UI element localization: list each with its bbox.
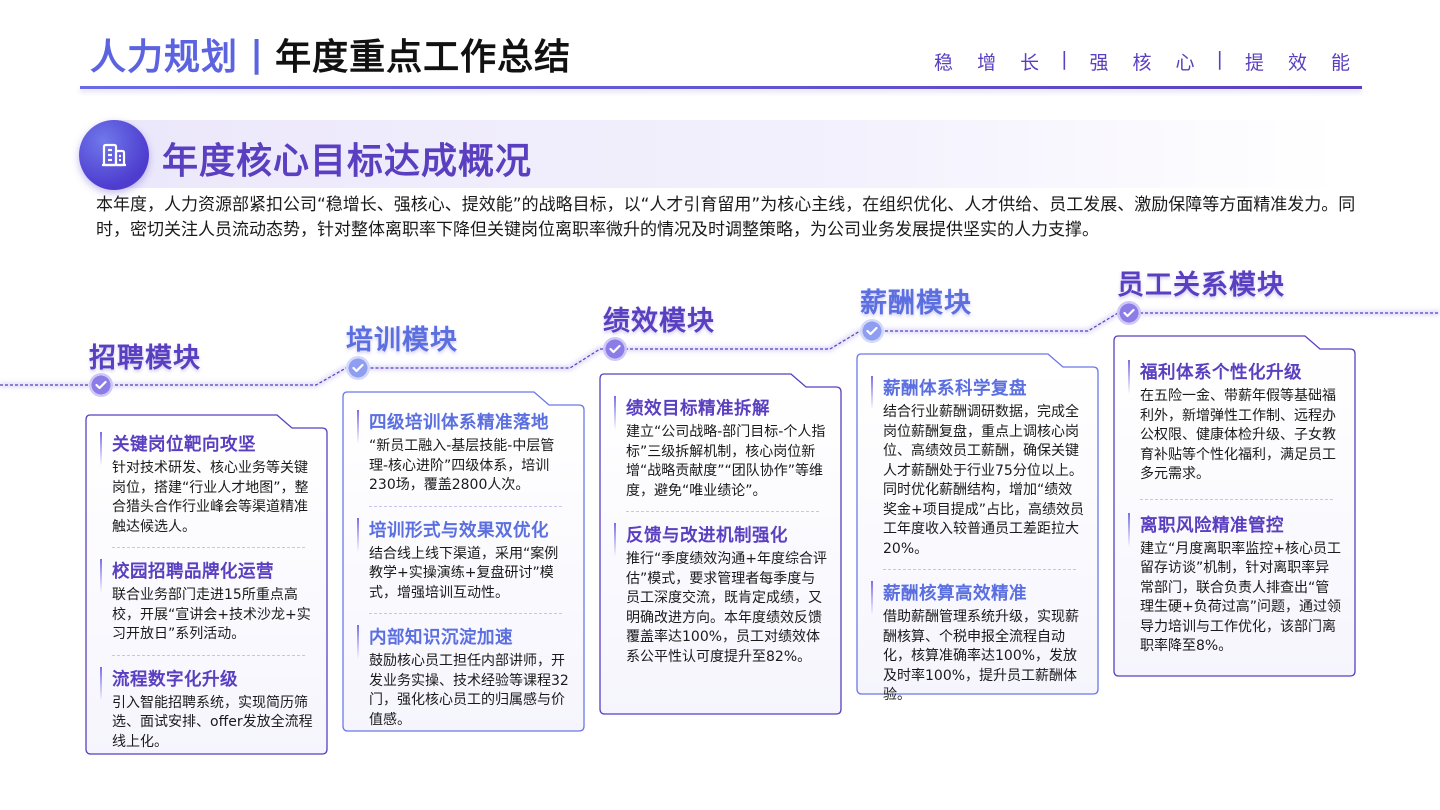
- module-title-performance: 绩效模块: [603, 306, 715, 337]
- item-heading: 薪酬核算高效精准: [871, 580, 1098, 615]
- item-heading: 内部知识沉淀加速: [357, 624, 584, 659]
- card-item: 流程数字化升级 引入智能招聘系统，实现简历筛选、面试安排、offer发放全流程线…: [86, 666, 327, 753]
- item-heading: 离职风险精准管控: [1128, 512, 1355, 547]
- item-body: 针对技术研发、核心业务等关键岗位，搭建“行业人才地图”，整合猎头合作行业峰会等渠…: [112, 460, 309, 535]
- item-body: 建立“月度离职率监控+核心员工留存访谈”机制，针对离职率异常部门，联合负责人排查…: [1140, 540, 1341, 655]
- check-icon: [1117, 301, 1141, 325]
- slogan-char: 能: [1330, 52, 1352, 74]
- divider: [369, 505, 562, 507]
- item-body: 推行“季度绩效沟通+年度综合评估”模式，要求管理者每季度与员工深度交流，既肯定成…: [626, 551, 827, 665]
- module-title-recruitment: 招聘模块: [89, 343, 201, 374]
- item-body: “新员工融入-基层技能-中层管理-核心进阶”四级体系，培训230场，覆盖2800…: [369, 438, 555, 493]
- card-item: 薪酬体系科学复盘 结合行业薪酬调研数据，完成全岗位薪酬复盘，重点上调核心岗位、高…: [857, 375, 1098, 559]
- item-body: 结合行业薪酬调研数据，完成全岗位薪酬复盘，重点上调核心岗位、高绩效员工薪酬，确保…: [883, 404, 1084, 557]
- check-icon: [346, 356, 370, 380]
- page-header: 人力规划 | 年度重点工作总结: [90, 28, 571, 80]
- card-item: 绩效目标精准拆解 建立“公司战略-部门目标-个人指标”三级拆解机制，核心岗位新增…: [600, 395, 841, 501]
- check-icon: [860, 319, 884, 343]
- card-item: 薪酬核算高效精准 借助薪酬管理系统升级，实现薪酬核算、个税申报全流程自动化，核算…: [857, 580, 1098, 706]
- brand-title: 人力规划: [90, 37, 239, 78]
- card-item: 离职风险精准管控 建立“月度离职率监控+核心员工留存访谈”机制，针对离职率异常部…: [1114, 512, 1355, 657]
- item-body: 建立“公司战略-部门目标-个人指标”三级拆解机制，核心岗位新增“战略贡献度”“团…: [626, 424, 826, 499]
- card-item: 内部知识沉淀加速 鼓励核心员工担任内部讲师，开发业务实操、技术经验等课程32门，…: [343, 624, 584, 730]
- card-item: 四级培训体系精准落地 “新员工融入-基层技能-中层管理-核心进阶”四级体系，培训…: [343, 409, 584, 496]
- module-card-training: 四级培训体系精准落地 “新员工融入-基层技能-中层管理-核心进阶”四级体系，培训…: [342, 391, 585, 732]
- item-body: 结合线上线下渠道，采用“案例教学+实操演练+复盘研讨”模式，增强培训互动性。: [369, 545, 559, 601]
- slogan-char: 提: [1244, 52, 1266, 74]
- item-heading: 校园招聘品牌化运营: [100, 558, 327, 593]
- slogan-char: 心: [1175, 52, 1197, 74]
- item-body: 借助薪酬管理系统升级，实现薪酬核算、个税申报全流程自动化，核算准确率达100%，…: [883, 609, 1079, 703]
- section-banner: [120, 120, 1340, 188]
- check-icon: [89, 373, 113, 397]
- section-title: 年度核心目标达成概况: [162, 141, 533, 182]
- divider: [369, 613, 562, 614]
- slogan-char: 长: [1020, 52, 1042, 74]
- card-item: 培训形式与效果双优化 结合线上线下渠道，采用“案例教学+实操演练+复盘研讨”模式…: [343, 517, 584, 604]
- item-heading: 绩效目标精准拆解: [614, 395, 841, 430]
- divider: [883, 569, 1076, 570]
- item-heading: 福利体系个性化升级: [1128, 359, 1355, 394]
- slogan-char: 稳: [934, 52, 956, 74]
- item-heading: 四级培训体系精准落地: [357, 409, 584, 444]
- check-icon: [603, 337, 627, 361]
- slogan-separator: |: [1061, 48, 1070, 70]
- module-title-compensation: 薪酬模块: [860, 288, 972, 319]
- item-body: 引入智能招聘系统，实现简历筛选、面试安排、offer发放全流程线上化。: [112, 694, 313, 750]
- slogan-separator: |: [1216, 48, 1225, 70]
- slogan-char: 核: [1132, 52, 1154, 74]
- divider: [112, 654, 305, 656]
- divider: [1140, 498, 1333, 500]
- module-title-employee-relations: 员工关系模块: [1117, 270, 1285, 301]
- title-separator: |: [250, 33, 264, 75]
- slogan-char: 效: [1287, 52, 1309, 74]
- item-heading: 薪酬体系科学复盘: [871, 375, 1098, 410]
- item-body: 在五险一金、带薪年假等基础福利外，新增弹性工作制、远程办公权限、健康体检升级、子…: [1140, 388, 1336, 482]
- slogan-char: 强: [1089, 52, 1111, 74]
- building-icon: [79, 120, 149, 190]
- item-heading: 反馈与改进机制强化: [614, 522, 841, 557]
- item-heading: 流程数字化升级: [100, 666, 327, 701]
- intro-paragraph: 本年度，人力资源部紧扣公司“稳增长、强核心、提效能”的战略目标，以“人才引育留用…: [96, 195, 1356, 240]
- module-card-compensation: 薪酬体系科学复盘 结合行业薪酬调研数据，完成全岗位薪酬复盘，重点上调核心岗位、高…: [856, 353, 1099, 703]
- card-item: 校园招聘品牌化运营 联合业务部门走进15所重点高校，开展“宣讲会+技术沙龙+实习…: [86, 558, 327, 645]
- item-body: 联合业务部门走进15所重点高校，开展“宣讲会+技术沙龙+实习开放日”系列活动。: [112, 587, 311, 642]
- item-heading: 培训形式与效果双优化: [357, 517, 584, 552]
- page-title: 年度重点工作总结: [275, 37, 572, 78]
- module-title-training: 培训模块: [346, 325, 458, 356]
- slogan: 稳 增 长 | 强 核 心 | 提 效 能: [934, 48, 1352, 75]
- card-item: 反馈与改进机制强化 推行“季度绩效沟通+年度综合评估”模式，要求管理者每季度与员…: [600, 522, 841, 667]
- card-item: 关键岗位靶向攻坚 针对技术研发、核心业务等关键岗位，搭建“行业人才地图”，整合猎…: [86, 431, 327, 537]
- module-card-performance: 绩效目标精准拆解 建立“公司战略-部门目标-个人指标”三级拆解机制，核心岗位新增…: [599, 373, 842, 715]
- header-divider: [80, 86, 1362, 89]
- module-card-recruitment: 关键岗位靶向攻坚 针对技术研发、核心业务等关键岗位，搭建“行业人才地图”，整合猎…: [85, 414, 328, 755]
- divider: [112, 547, 305, 548]
- slogan-char: 增: [977, 52, 999, 74]
- card-item: 福利体系个性化升级 在五险一金、带薪年假等基础福利外，新增弹性工作制、远程办公权…: [1114, 359, 1355, 485]
- module-card-employee-relations: 福利体系个性化升级 在五险一金、带薪年假等基础福利外，新增弹性工作制、远程办公权…: [1113, 335, 1356, 677]
- item-body: 鼓励核心员工担任内部讲师，开发业务实操、技术经验等课程32门，强化核心员工的归属…: [369, 653, 569, 728]
- item-heading: 关键岗位靶向攻坚: [100, 431, 327, 466]
- divider: [626, 511, 819, 512]
